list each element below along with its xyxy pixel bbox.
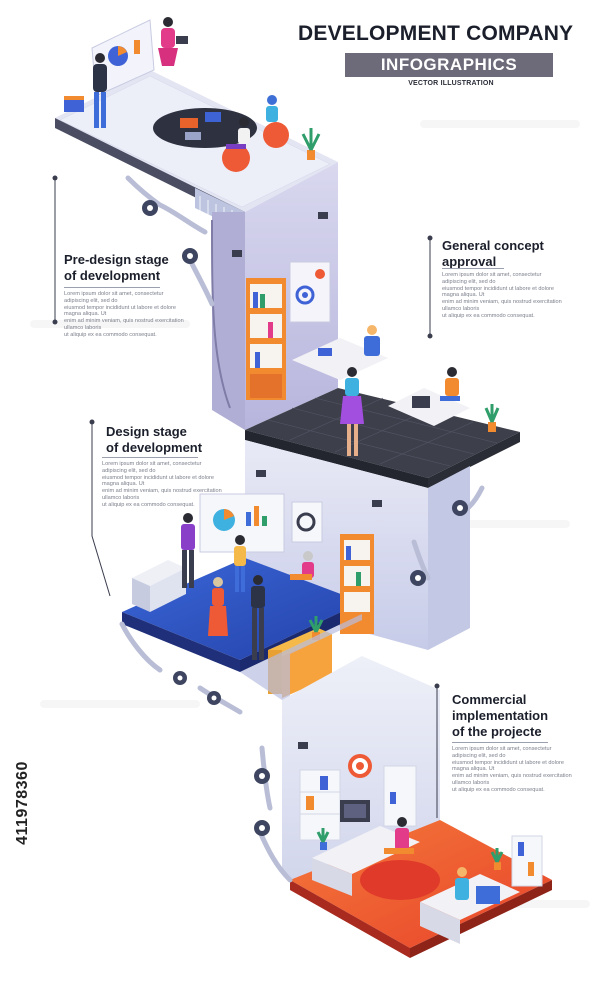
body-line: enim ad minim veniam, quis nostrud exerc… <box>442 299 562 312</box>
stage-2-rule <box>442 268 504 269</box>
stage-1-title-line: Pre-design stage <box>64 252 169 267</box>
person-presenter <box>93 53 107 128</box>
body-line: Lorem ipsum dolor sit amet, consectetur … <box>452 746 552 759</box>
body-line: eiusmod tempor incididunt ut labore et d… <box>64 304 176 318</box>
gear-icon <box>295 285 315 305</box>
stage-4-body: Lorem ipsum dolor sit amet, consectetur … <box>452 746 572 794</box>
wall-vent <box>318 212 328 219</box>
wall-vent <box>232 250 242 257</box>
gear-connectors <box>119 175 485 883</box>
stage-4-title-line: implementation <box>452 708 549 723</box>
person-woman-document <box>208 577 228 636</box>
stage-4-title-line: of the projecte <box>452 724 542 739</box>
monitor-icon <box>476 886 500 904</box>
stage-2-body: Lorem ipsum dolor sit amet, consectetur … <box>442 272 562 320</box>
stock-id-text: 411978360 <box>14 761 31 845</box>
body-line: ut aliquip ex ea commodo consequat. <box>102 501 195 508</box>
body-line: ut aliquip ex ea commodo consequat. <box>452 786 545 793</box>
person-man-presenter <box>181 513 195 588</box>
level-2-floor <box>245 388 520 478</box>
plant-icon <box>316 828 330 850</box>
desk <box>312 826 420 874</box>
person-at-laptop <box>440 367 460 401</box>
stage-2-title: General concept approval <box>442 238 582 270</box>
stage-1-title: Pre-design stage of development <box>64 252 204 284</box>
stage-3-title: Design stage of development <box>106 424 246 456</box>
stage-4-title-line: Commercial <box>452 692 527 707</box>
stage-3-body: Lorem ipsum dolor sit amet, consectetur … <box>102 461 222 509</box>
plant-icon <box>490 848 504 870</box>
level-1-predesign-room <box>55 17 338 232</box>
person-seated <box>226 117 250 149</box>
storage-box <box>64 98 84 112</box>
printer-icon <box>132 560 186 612</box>
subtitle-band <box>345 53 553 77</box>
body-line: eiusmod tempor incididunt ut labore et d… <box>442 285 554 299</box>
body-line: eiusmod tempor incididunt ut labore et d… <box>452 759 564 773</box>
person-man-document <box>251 575 265 660</box>
stage-3-rule <box>102 457 198 458</box>
body-line: Lorem ipsum dolor sit amet, consectetur … <box>102 461 202 474</box>
target-icon <box>348 754 372 778</box>
person-woman-seated <box>290 551 314 580</box>
desk <box>420 874 520 920</box>
level-2-concept-room <box>245 261 520 488</box>
person-seated <box>266 95 278 122</box>
plant-icon <box>301 128 321 160</box>
callout-dot <box>52 175 440 689</box>
stage-3-title-line: of development <box>106 440 203 455</box>
shelving-unit <box>299 765 417 841</box>
stage-2-title-line: General concept <box>442 238 544 253</box>
wall-vent <box>256 470 266 477</box>
person-woman-presenter <box>234 535 246 592</box>
stage-2-title-line: approval <box>442 254 497 269</box>
wall-vent <box>372 500 382 507</box>
person-woman-standing <box>340 367 364 456</box>
gear-icon <box>296 512 316 532</box>
plant-icon <box>484 404 500 432</box>
body-line: Lorem ipsum dolor sit amet, consectetur … <box>64 291 164 304</box>
page-title: DEVELOPMENT COMPANY <box>298 22 574 45</box>
stock-id-label: 411978360 <box>2 736 42 886</box>
body-line: eiusmod tempor incididunt ut labore et d… <box>102 474 214 488</box>
stage-4-title: Commercial implementation of the project… <box>452 692 592 740</box>
stage-1-title-line: of development <box>64 268 161 283</box>
person-seated-desk <box>364 325 380 356</box>
page-subtitle: INFOGRAPHICS <box>380 55 518 74</box>
body-line: ut aliquip ex ea commodo consequat. <box>442 312 535 319</box>
bookshelf <box>246 278 286 400</box>
person-woman-laptop <box>158 17 188 66</box>
stage-1-rule <box>64 287 160 288</box>
level-3-design-room <box>122 493 374 698</box>
chair <box>222 144 250 172</box>
stage-1-body: Lorem ipsum dolor sit amet, consectetur … <box>64 291 184 339</box>
wall-vent <box>298 742 308 749</box>
level-4-commercial-room <box>290 754 552 958</box>
body-line: enim ad minim veniam, quis nostrud exerc… <box>452 773 572 786</box>
stage-4-rule <box>452 742 548 743</box>
level-3-floor <box>122 558 362 660</box>
meeting-table <box>153 108 257 148</box>
shelving-unit <box>511 835 543 887</box>
body-line: enim ad minim veniam, quis nostrud exerc… <box>64 318 184 331</box>
person-man-at-desk <box>455 867 469 900</box>
stage-3-title-line: Design stage <box>106 424 187 439</box>
person-woman-at-desk <box>384 817 414 854</box>
callout-lines <box>54 178 438 818</box>
laptop-icon <box>412 396 430 408</box>
body-line: ut aliquip ex ea commodo consequat. <box>64 331 157 338</box>
vector-illustration-label: VECTOR ILLUSTRATION <box>408 80 494 87</box>
body-line: Lorem ipsum dolor sit amet, consectetur … <box>442 272 542 285</box>
body-line: enim ad minim veniam, quis nostrud exerc… <box>102 488 222 501</box>
